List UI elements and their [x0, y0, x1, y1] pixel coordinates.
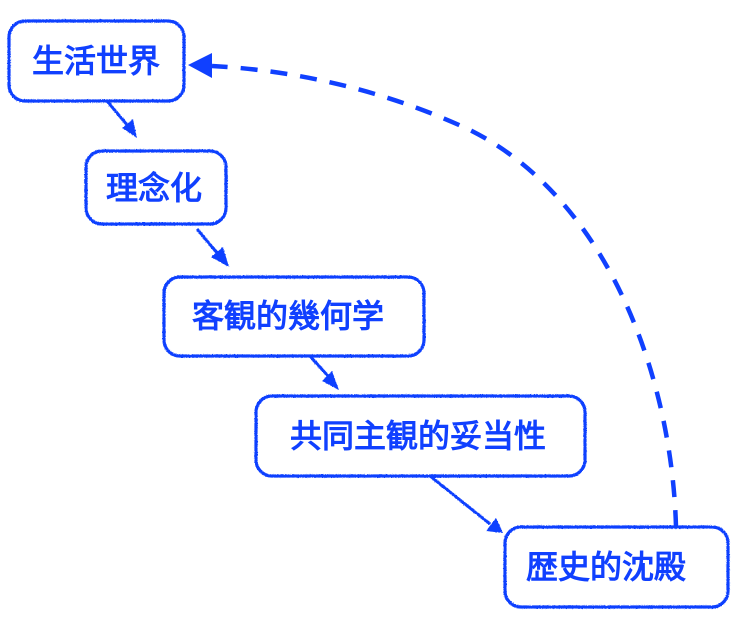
edge-n3-n4	[308, 354, 339, 390]
node-box	[7, 19, 186, 103]
edge-n1-n2	[105, 100, 137, 138]
feedback-arrowhead-icon	[188, 53, 212, 78]
arrowhead-icon	[486, 518, 503, 533]
node-label: 歴史的沈殿	[526, 548, 686, 586]
node-label: 理念化	[106, 169, 202, 207]
node-lifeworld[interactable]: 生活世界	[7, 19, 186, 103]
edge-n2-n3	[195, 228, 229, 267]
edge-line	[195, 228, 220, 255]
edge-line	[105, 100, 130, 127]
node-label: 共同主観的妥当性	[290, 417, 546, 455]
node-label: 客観的幾何学	[192, 297, 384, 335]
node-historical-sedimentation[interactable]: 歴史的沈殿	[503, 525, 730, 609]
node-objective-geometry[interactable]: 客観的幾何学	[162, 275, 426, 358]
arrowhead-icon	[122, 119, 137, 138]
feedback-dashed-line	[211, 63, 679, 528]
node-box	[162, 275, 426, 358]
node-idealization[interactable]: 理念化	[84, 149, 228, 226]
arrowhead-icon	[211, 247, 229, 267]
edge-n5-n1-feedback	[188, 53, 679, 528]
node-box	[254, 394, 587, 478]
node-intersubjective-validity[interactable]: 共同主観的妥当性	[254, 394, 587, 478]
edge-line	[429, 474, 491, 526]
node-box	[503, 525, 730, 609]
node-label: 生活世界	[32, 42, 160, 80]
edge-line	[308, 354, 330, 378]
arrowhead-icon	[322, 371, 339, 390]
edge-n4-n5	[429, 474, 503, 533]
node-box	[84, 149, 228, 226]
